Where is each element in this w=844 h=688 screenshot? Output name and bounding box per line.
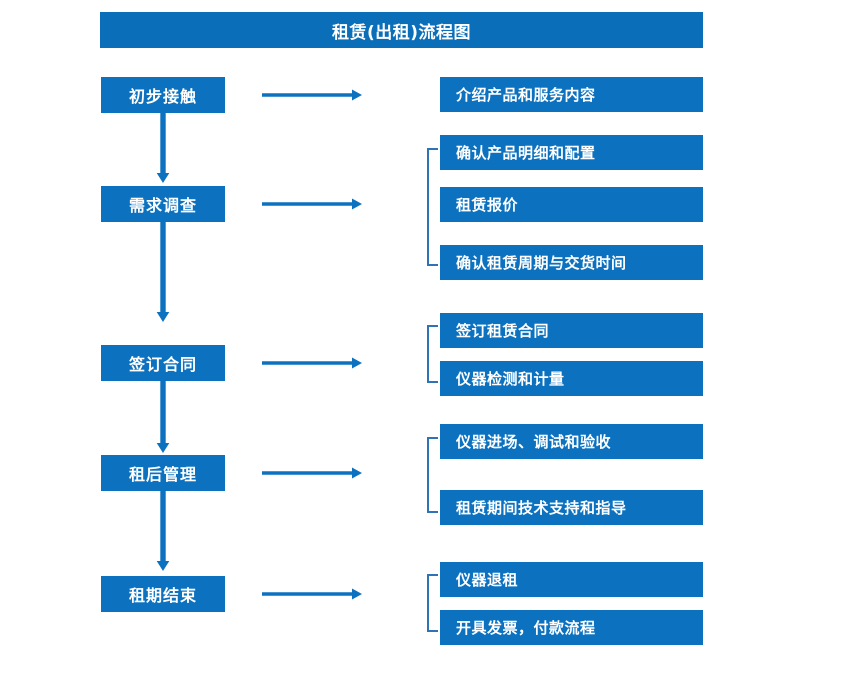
detail-box-4-1[interactable]: 仪器进场、调试和验收 xyxy=(440,424,703,459)
down-arrow-icon xyxy=(156,491,170,571)
right-arrow-icon xyxy=(262,357,362,369)
detail-box-3-2[interactable]: 仪器检测和计量 xyxy=(440,361,703,396)
detail-box-5-1[interactable]: 仪器退租 xyxy=(440,562,703,597)
right-arrow-icon xyxy=(262,89,362,101)
detail-box-5-2[interactable]: 开具发票，付款流程 xyxy=(440,610,703,645)
down-arrow-icon xyxy=(156,381,170,453)
stage-box-5[interactable]: 租期结束 xyxy=(101,576,225,612)
stage-box-4[interactable]: 租后管理 xyxy=(101,455,225,491)
group-bracket-icon xyxy=(427,574,438,632)
right-arrow-icon xyxy=(262,198,362,210)
group-bracket-icon xyxy=(427,325,438,383)
group-bracket-icon xyxy=(427,437,438,513)
group-bracket-icon xyxy=(427,148,438,266)
stage-box-2[interactable]: 需求调查 xyxy=(101,186,225,222)
detail-box-2-2[interactable]: 租赁报价 xyxy=(440,187,703,222)
right-arrow-icon xyxy=(262,467,362,479)
stage-box-3[interactable]: 签订合同 xyxy=(101,345,225,381)
page-title: 租赁(出租)流程图 xyxy=(100,12,703,48)
detail-box-1-1[interactable]: 介绍产品和服务内容 xyxy=(440,77,703,112)
detail-box-3-1[interactable]: 签订租赁合同 xyxy=(440,313,703,348)
down-arrow-icon xyxy=(156,222,170,322)
detail-box-4-2[interactable]: 租赁期间技术支持和指导 xyxy=(440,490,703,525)
detail-box-2-1[interactable]: 确认产品明细和配置 xyxy=(440,135,703,170)
stage-box-1[interactable]: 初步接触 xyxy=(101,77,225,113)
detail-box-2-3[interactable]: 确认租赁周期与交货时间 xyxy=(440,245,703,280)
right-arrow-icon xyxy=(262,588,362,600)
down-arrow-icon xyxy=(156,113,170,183)
